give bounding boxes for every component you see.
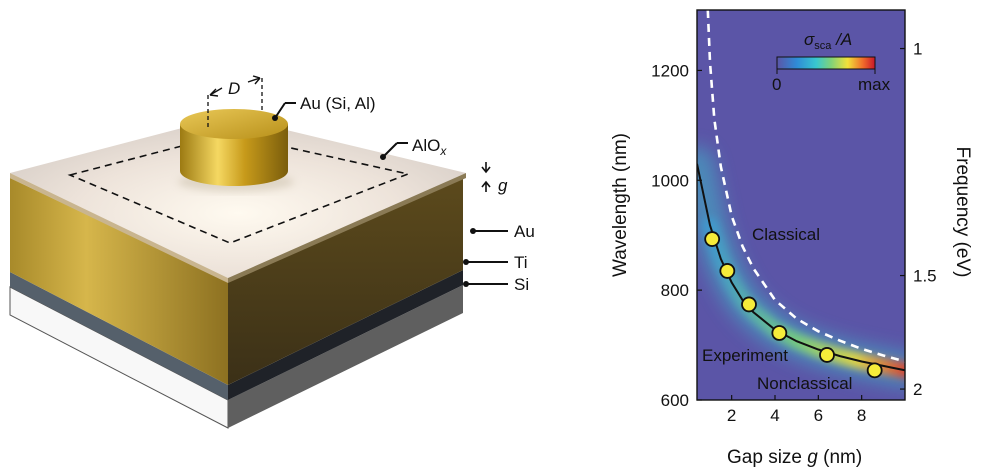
x-axis-title: Gap size g (nm) bbox=[727, 447, 862, 468]
si-layer-side bbox=[228, 285, 463, 428]
gap-label: g bbox=[498, 176, 508, 195]
au-layer-side bbox=[228, 178, 463, 385]
axes-layer: 2 4 6 8 600 800 1000 1200 1 1.5 2 bbox=[651, 40, 936, 425]
colorbar: σsca /A 0 max bbox=[772, 30, 891, 94]
classical-label: Classical bbox=[752, 225, 820, 244]
colorbar-title-main: σ bbox=[804, 30, 815, 49]
x-axis-title-main: Gap size bbox=[727, 447, 807, 468]
colorbar-title-tail: /A bbox=[831, 30, 852, 49]
ti-layer-label: Ti bbox=[514, 253, 528, 272]
spacer-callout-line bbox=[382, 142, 398, 158]
gap-arrow-bottom bbox=[481, 180, 491, 192]
au-disk-side bbox=[180, 124, 288, 186]
diameter-label: D bbox=[228, 79, 240, 98]
ti-layer-front bbox=[10, 272, 228, 400]
au-layer-label: Au bbox=[514, 222, 535, 241]
y-axis-title: Wavelength (nm) bbox=[610, 133, 631, 277]
x-tick-label: 4 bbox=[770, 406, 779, 425]
experiment-point bbox=[741, 296, 757, 313]
si-callout-dot bbox=[463, 281, 469, 287]
spacer-edge-front bbox=[10, 173, 228, 283]
colorbar-gradient bbox=[776, 56, 876, 70]
spacer-edge-side bbox=[228, 173, 466, 283]
experiment-point bbox=[866, 362, 883, 379]
y2-tick-label: 2 bbox=[913, 380, 922, 399]
scattering-map-chart: 2 4 6 8 600 800 1000 1200 1 1.5 2 Classical Experi… bbox=[610, 9, 973, 468]
colorbar-max-label: max bbox=[858, 75, 891, 94]
disk-callout-dot bbox=[272, 115, 278, 121]
experiment-point bbox=[704, 231, 721, 247]
layer-stack-schematic: D Au (Si, Al) AlOx g Au Ti Si bbox=[9, 75, 535, 429]
au-layer-front bbox=[10, 178, 228, 385]
spacer-top-face bbox=[10, 116, 466, 278]
au-disk-top bbox=[180, 109, 288, 139]
y2-axis-title: Frequency (eV) bbox=[952, 147, 973, 278]
experiment-point bbox=[771, 325, 788, 341]
plot-frame bbox=[696, 9, 906, 401]
colorbar-title-sub: sca bbox=[814, 40, 832, 52]
y-tick-label: 600 bbox=[661, 391, 689, 410]
y-tick-label: 800 bbox=[661, 281, 689, 300]
colorbar-title: σsca /A bbox=[804, 30, 852, 52]
ti-callout-dot bbox=[463, 259, 469, 265]
diameter-arrow-left bbox=[209, 87, 223, 97]
experiment-label: Experiment bbox=[702, 346, 788, 365]
x-tick-label: 2 bbox=[727, 406, 736, 425]
y2-tick-label: 1.5 bbox=[913, 267, 937, 286]
series-layer bbox=[697, 10, 905, 379]
spacer-label-main: AlO bbox=[412, 136, 440, 155]
y-tick-label: 1000 bbox=[651, 171, 689, 190]
au-callout-dot bbox=[470, 228, 476, 234]
experiment-point bbox=[719, 263, 736, 279]
spacer-label: AlOx bbox=[412, 136, 447, 158]
y-tick-label: 1200 bbox=[651, 61, 689, 80]
si-layer-label: Si bbox=[514, 275, 529, 294]
gap-arrow-top bbox=[481, 162, 491, 174]
ti-layer-side bbox=[228, 270, 463, 400]
experiment-point bbox=[819, 347, 835, 363]
x-tick-label: 6 bbox=[814, 406, 823, 425]
colorbar-min-label: 0 bbox=[772, 75, 781, 94]
spacer-callout-dot bbox=[380, 154, 386, 160]
diameter-arrow-right bbox=[247, 75, 261, 85]
x-tick-label: 8 bbox=[857, 406, 866, 425]
y2-tick-label: 1 bbox=[913, 40, 922, 59]
x-axis-title-var: g bbox=[807, 447, 818, 468]
nonclassical-label: Nonclassical bbox=[757, 374, 852, 393]
disk-material-label: Au (Si, Al) bbox=[300, 94, 376, 113]
disk-callout-line bbox=[274, 102, 286, 119]
spacer-label-sub: x bbox=[439, 144, 447, 158]
classical-curve bbox=[706, 10, 905, 363]
x-axis-title-unit: (nm) bbox=[818, 447, 862, 468]
footprint-outline bbox=[67, 133, 411, 244]
